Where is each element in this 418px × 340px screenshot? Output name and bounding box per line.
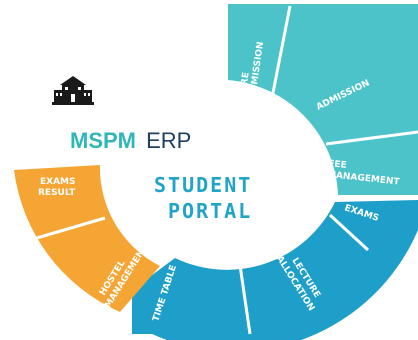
- segment-orange-arc: [14, 165, 160, 312]
- label-pre-admission-line1: PRE: [239, 72, 252, 93]
- school-building-icon: [52, 76, 94, 105]
- segment-blue-arc: [132, 200, 418, 340]
- portal-title-line1: STUDENT: [154, 173, 252, 197]
- logo-text: MSPM ERP: [70, 128, 191, 153]
- label-result-line1: EXAMS: [40, 177, 76, 187]
- label-fee-line1: FEE: [328, 159, 347, 171]
- label-exams-result: EXAMS RESULT: [38, 177, 76, 198]
- logo-brand: MSPM: [70, 128, 136, 153]
- label-result-line2: RESULT: [38, 188, 76, 198]
- portal-title-line2: PORTAL: [168, 199, 252, 223]
- logo-suffix: ERP: [146, 128, 191, 153]
- segment-teal-arc: [228, 4, 418, 195]
